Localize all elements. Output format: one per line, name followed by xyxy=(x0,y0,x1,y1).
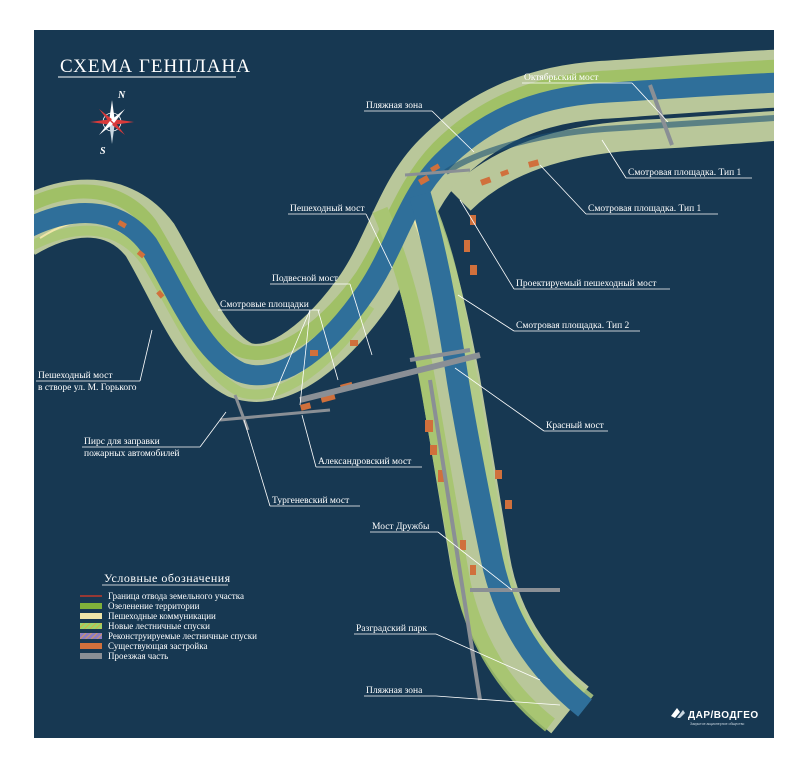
legend-swatch xyxy=(80,643,102,649)
callout-peshekhodny-gorkogo: Пешеходный мост в створе ул. М. Горького xyxy=(36,329,153,393)
compass-north-label: N xyxy=(117,90,126,101)
label-turgenevsky-most: Тургеневский мост xyxy=(272,495,350,506)
callout-most-druzhby: Мост Дружбы xyxy=(370,521,513,591)
legend-item: Озеленение территории xyxy=(80,601,200,611)
callout-proektiruemy-most: Проектируемый пешеходный мост xyxy=(459,199,670,290)
legend: Условные обозначения Граница отвода земе… xyxy=(80,571,257,661)
logo-name: ДАР/ВОДГЕО xyxy=(688,710,759,721)
label-smotrovye-ploshchadki: Смотровые площадки xyxy=(220,300,309,310)
legend-label: Пешеходные коммуникации xyxy=(108,611,216,621)
callout-peshekhodny-most: Пешеходный мост xyxy=(288,203,393,269)
logo-tagline: Закрытое акционерное общество xyxy=(690,722,744,726)
legend-label: Граница отвода земельного участка xyxy=(108,591,244,601)
label-oktyabrsky-most: Октябрьский мост xyxy=(524,72,599,83)
label-aleksandrovsky-most: Александровский мост xyxy=(318,456,412,467)
label-proektiruemy-most: Проектируемый пешеходный мост xyxy=(516,278,657,289)
callout-smotrovaya-tip1-b: Смотровая площадка. Тип 1 xyxy=(539,164,718,215)
label-most-druzhby: Мост Дружбы xyxy=(372,521,430,532)
label-podvesnoy-most: Подвесной мост xyxy=(272,273,339,284)
page-title: СХЕМА ГЕНПЛАНА xyxy=(60,56,251,77)
label-razgradsky-park: Разградский парк xyxy=(356,623,427,634)
compass-rose-icon: N S xyxy=(90,90,134,157)
legend-item: Реконструируемые лестничные спуски xyxy=(80,631,257,641)
callout-aleksandrovsky-most: Александровский мост xyxy=(301,414,422,468)
legend-label: Новые лестничные спуски xyxy=(108,621,210,631)
callout-smotrovaya-tip1-a: Смотровая площадка. Тип 1 xyxy=(601,139,752,179)
label-pirs-line2: пожарных автомобилей xyxy=(84,448,180,459)
legend-item: Проезжая часть xyxy=(80,651,168,661)
label-smotrovaya-tip2: Смотровая площадка. Тип 2 xyxy=(516,321,630,331)
label-smotrovaya-tip1-b: Смотровая площадка. Тип 1 xyxy=(588,204,702,214)
label-peshekhodny-most: Пешеходный мост xyxy=(290,203,365,214)
label-krasny-most: Красный мост xyxy=(546,420,605,431)
legend-label: Проезжая часть xyxy=(108,651,168,661)
legend-item: Новые лестничные спуски xyxy=(80,621,210,631)
river xyxy=(34,72,774,717)
legend-swatch xyxy=(80,613,102,619)
legend-swatch xyxy=(80,603,102,609)
legend-item: Пешеходные коммуникации xyxy=(80,611,216,621)
callout-turgenevsky-most: Тургеневский мост xyxy=(243,419,360,507)
legend-item: Существующая застройка xyxy=(80,641,207,651)
compass-south-label: S xyxy=(100,146,106,157)
callout-podvesnoy-most: Подвесной мост xyxy=(270,273,373,356)
label-plyazhnaya-zona-top: Пляжная зона xyxy=(366,101,423,111)
callout-krasny-most: Красный мост xyxy=(454,367,608,432)
label-peshekhodny-gorkogo-line1: Пешеходный мост xyxy=(38,370,113,381)
roads-and-bridges xyxy=(219,84,674,701)
legend-label: Озеленение территории xyxy=(108,601,200,611)
legend-item: Граница отвода земельного участка xyxy=(80,591,244,601)
label-plyazhnaya-zona-bottom: Пляжная зона xyxy=(366,686,423,696)
label-peshekhodny-gorkogo-line2: в створе ул. М. Горького xyxy=(38,383,137,393)
darvodgeo-logo-icon xyxy=(671,708,685,718)
legend-swatch xyxy=(80,623,102,629)
legend-label: Существующая застройка xyxy=(108,641,207,651)
callout-razgradsky-park: Разградский парк xyxy=(354,623,541,681)
legend-swatch xyxy=(80,633,102,639)
legend-label: Реконструируемые лестничные спуски xyxy=(108,631,257,641)
label-pirs-line1: Пирс для заправки xyxy=(84,437,160,447)
legend-swatch xyxy=(80,653,102,659)
callout-plyazhnaya-zona-bottom: Пляжная зона xyxy=(364,686,561,706)
callout-pirs: Пирс для заправки пожарных автомобилей xyxy=(82,411,227,459)
label-smotrovaya-tip1-a: Смотровая площадка. Тип 1 xyxy=(628,168,742,178)
legend-title: Условные обозначения xyxy=(104,571,231,585)
callout-oktyabrsky-most: Октябрьский мост xyxy=(522,72,669,123)
darvodgeo-logo: ДАР/ВОДГЕО Закрытое акционерное общество xyxy=(671,708,759,726)
callout-plyazhnaya-zona-top: Пляжная зона xyxy=(364,101,475,153)
callout-smotrovaya-tip2: Смотровая площадка. Тип 2 xyxy=(457,294,640,332)
callout-smotrovye-ploshchadki: Смотровые площадки xyxy=(218,300,339,406)
